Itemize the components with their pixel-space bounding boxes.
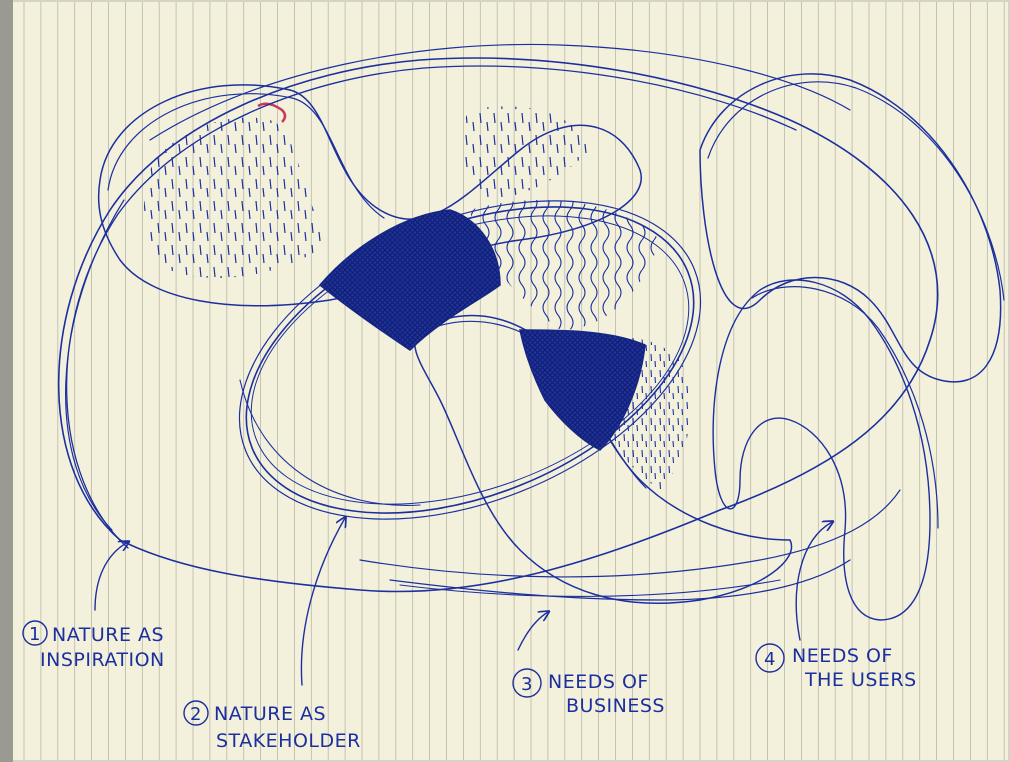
label-number: 4 bbox=[764, 649, 776, 670]
label-line-1: NEEDS OF bbox=[792, 645, 893, 667]
label-number: 1 bbox=[29, 624, 41, 645]
page-shadow bbox=[0, 0, 13, 762]
label-number: 2 bbox=[190, 704, 202, 725]
label-number: 3 bbox=[521, 674, 533, 695]
label-line-2: THE USERS bbox=[804, 669, 917, 691]
label-line-1: NEEDS OF bbox=[548, 671, 649, 693]
label-line-2: INSPIRATION bbox=[40, 649, 165, 671]
label-line-1: NATURE AS bbox=[52, 624, 164, 646]
label-line-1: NATURE AS bbox=[214, 703, 326, 725]
label-line-2: BUSINESS bbox=[566, 695, 665, 717]
label-line-2: STAKEHOLDER bbox=[216, 730, 361, 752]
